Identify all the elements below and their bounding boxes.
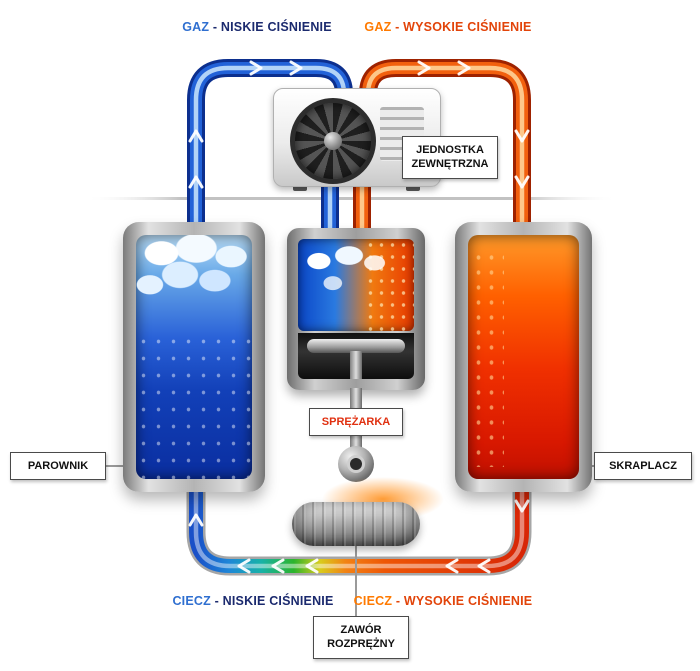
unit-foot	[293, 183, 307, 191]
ground-shadow-line	[85, 197, 618, 200]
unit-foot	[406, 183, 420, 191]
expansion-valve-label-line2: ROZPRĘŻNY	[327, 638, 395, 651]
liquid-low-pressure-label: CIECZ - NISKIE CIŚNIENIE	[153, 594, 353, 608]
pipe-liquid-bottom	[186, 460, 532, 576]
pipe-gas-high-pressure	[359, 59, 531, 259]
compressor-label: SPRĘŻARKA	[309, 408, 403, 437]
piston-head	[307, 339, 405, 353]
flow-arrow-up	[188, 129, 204, 143]
evaporator-label: PAROWNIK	[10, 452, 106, 481]
compressor-vapor-clouds	[298, 239, 414, 331]
condenser-liquid	[468, 235, 579, 479]
flow-arrow-up	[188, 513, 204, 527]
gas-high-rest: - WYSOKIE CIŚNIENIE	[391, 20, 532, 34]
gas-high-keyword: GAZ	[364, 20, 392, 34]
flow-arrow-right	[249, 60, 263, 76]
compressor	[287, 228, 425, 390]
condenser-bubbles	[472, 249, 504, 467]
liquid-high-rest: - WYSOKIE CIŚNIENIE	[392, 594, 533, 608]
liquid-low-rest: - NISKIE CIŚNIENIE	[210, 594, 334, 608]
expansion-valve-label: ZAWÓR ROZPRĘŻNY	[313, 616, 409, 659]
pipe-gas-low-pressure	[187, 59, 353, 259]
compressor-window	[298, 239, 414, 331]
outdoor-unit-label-line2: ZEWNĘTRZNA	[411, 158, 489, 171]
compressor-label-text: SPRĘŻARKA	[321, 416, 391, 428]
liquid-high-keyword: CIECZ	[353, 594, 393, 608]
flow-arrow-left	[445, 558, 459, 574]
flow-arrow-down	[514, 499, 530, 513]
flow-arrow-left	[271, 558, 285, 574]
gas-low-keyword: GAZ	[182, 20, 210, 34]
flow-arrow-down	[514, 175, 530, 189]
flow-arrow-up	[188, 175, 204, 189]
shaft-joint	[338, 446, 374, 482]
condenser-label: SKRAPLACZ	[594, 452, 692, 481]
outdoor-unit-label-line1: JEDNOSTKA	[416, 144, 484, 156]
evaporator-label-text: PAROWNIK	[27, 460, 89, 472]
valve-ribs	[292, 502, 420, 546]
gas-low-pressure-label: GAZ - NISKIE CIŚNIENIE	[157, 20, 357, 34]
flow-arrow-left	[305, 558, 319, 574]
liquid-low-keyword: CIECZ	[172, 594, 211, 608]
flow-arrow-left	[237, 558, 251, 574]
fan-hub	[324, 132, 342, 150]
condenser-tank	[455, 222, 592, 492]
flow-arrow-right	[457, 60, 471, 76]
expansion-valve-label-line1: ZAWÓR	[340, 624, 382, 636]
flow-arrow-left	[477, 558, 491, 574]
piston-rod	[350, 351, 362, 379]
liquid-high-pressure-label: CIECZ - WYSOKIE CIŚNIENIE	[343, 594, 543, 608]
fan-icon	[290, 98, 376, 184]
evaporator-bubbles	[136, 332, 252, 479]
compressor-chamber	[298, 333, 414, 379]
flow-arrows	[188, 60, 530, 574]
flow-arrow-right	[289, 60, 303, 76]
outdoor-unit-label: JEDNOSTKA ZEWNĘTRZNA	[402, 136, 498, 179]
evaporator-tank	[123, 222, 265, 492]
flow-arrow-right	[417, 60, 431, 76]
evaporator-vapor-clouds	[136, 235, 252, 318]
gas-low-rest: - NISKIE CIŚNIENIE	[209, 20, 332, 34]
condenser-label-text: SKRAPLACZ	[609, 460, 677, 472]
expansion-valve	[292, 502, 420, 546]
flow-arrow-down	[514, 129, 530, 143]
gas-high-pressure-label: GAZ - WYSOKIE CIŚNIENIE	[348, 20, 548, 34]
shaft-joint-hub	[350, 458, 362, 470]
evaporator-liquid	[136, 235, 252, 479]
